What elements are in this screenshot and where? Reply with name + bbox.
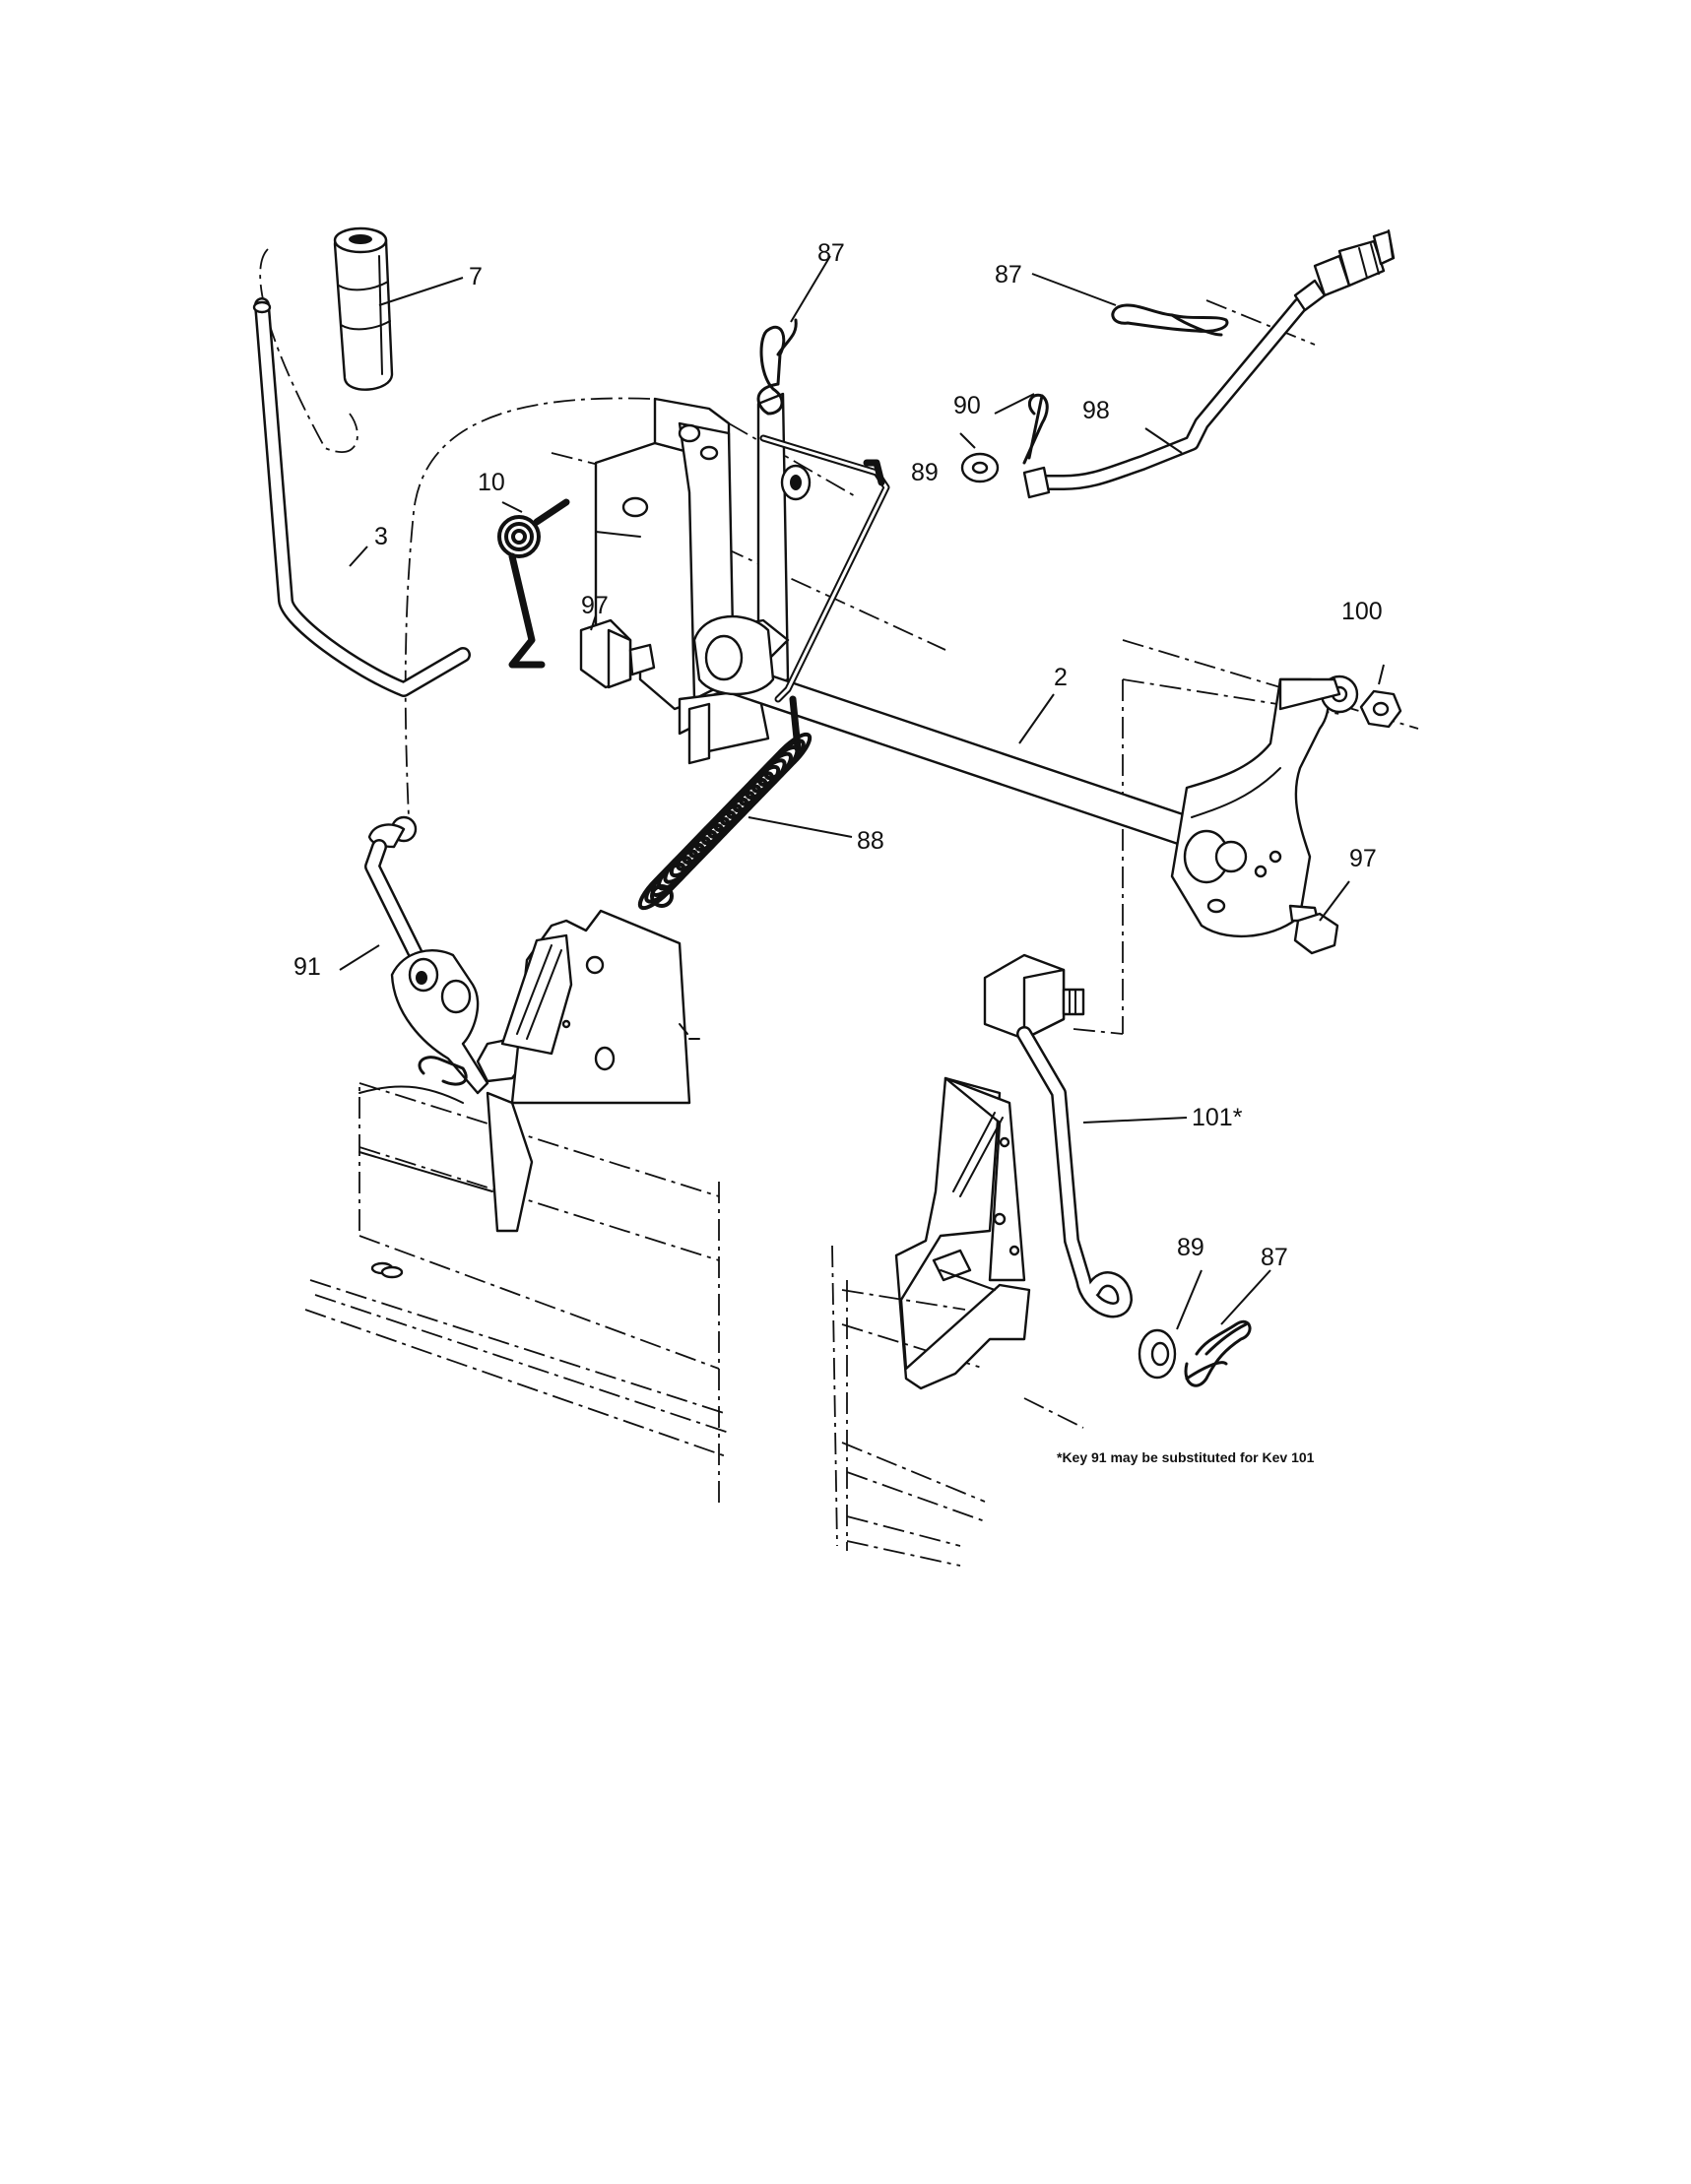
hairpin-clip-part-87-rod [1111,303,1229,337]
callout-89-bottom: 89 [1177,1234,1204,1261]
callout-91: 91 [293,953,321,981]
wire-link [759,434,890,703]
link-part-91 [364,815,546,1095]
callout-89-top: 89 [911,459,939,486]
link-part-101 [983,953,1133,1318]
extension-spring-part-88 [637,695,813,911]
grip-part-7 [333,226,394,391]
hairpin-clip-part-87-top [756,318,798,416]
cotter-pin-part-90 [1022,393,1049,465]
bolt-part-97-right [1288,904,1339,955]
callout-3: 3 [374,523,388,550]
mower-deck-left [358,1085,493,1279]
callout-88: 88 [857,827,884,855]
callout-101: 101* [1192,1104,1243,1131]
callout-87-bottom: 87 [1261,1244,1288,1271]
footnote: *Key 91 may be substituted for Kev 101 [1057,1449,1315,1465]
link-rod-part-98 [1022,229,1396,499]
leader-lines [339,255,1385,1330]
hairpin-clip-part-87-bottom [1184,1319,1252,1387]
torsion-spring-part-10 [497,498,570,669]
bolt-part-97-top [579,618,656,689]
deck-bracket-right [894,1076,1031,1390]
lift-shaft-part-2 [692,614,1359,938]
callout-2: 2 [1054,664,1068,691]
lift-lever-part-3 [252,297,471,697]
callout-7: 7 [469,263,483,290]
callout-87-top: 87 [817,239,845,267]
nut-part-100 [1359,689,1402,729]
washer-part-89-bottom [1138,1328,1177,1380]
callout-87-rod: 87 [995,261,1022,289]
callout-10: 10 [478,469,505,496]
callout-90: 90 [953,392,981,419]
washer-part-89-top [960,452,1000,483]
deck-bracket-left [486,909,700,1233]
callout-98: 98 [1082,397,1110,424]
callout-labels: 7 87 87 90 98 89 10 3 97 100 2 88 97 91 … [293,239,1383,1271]
callout-97-top: 97 [581,592,609,619]
callout-97-right: 97 [1349,845,1377,872]
spring-coil [637,862,686,911]
callout-100: 100 [1341,598,1383,625]
